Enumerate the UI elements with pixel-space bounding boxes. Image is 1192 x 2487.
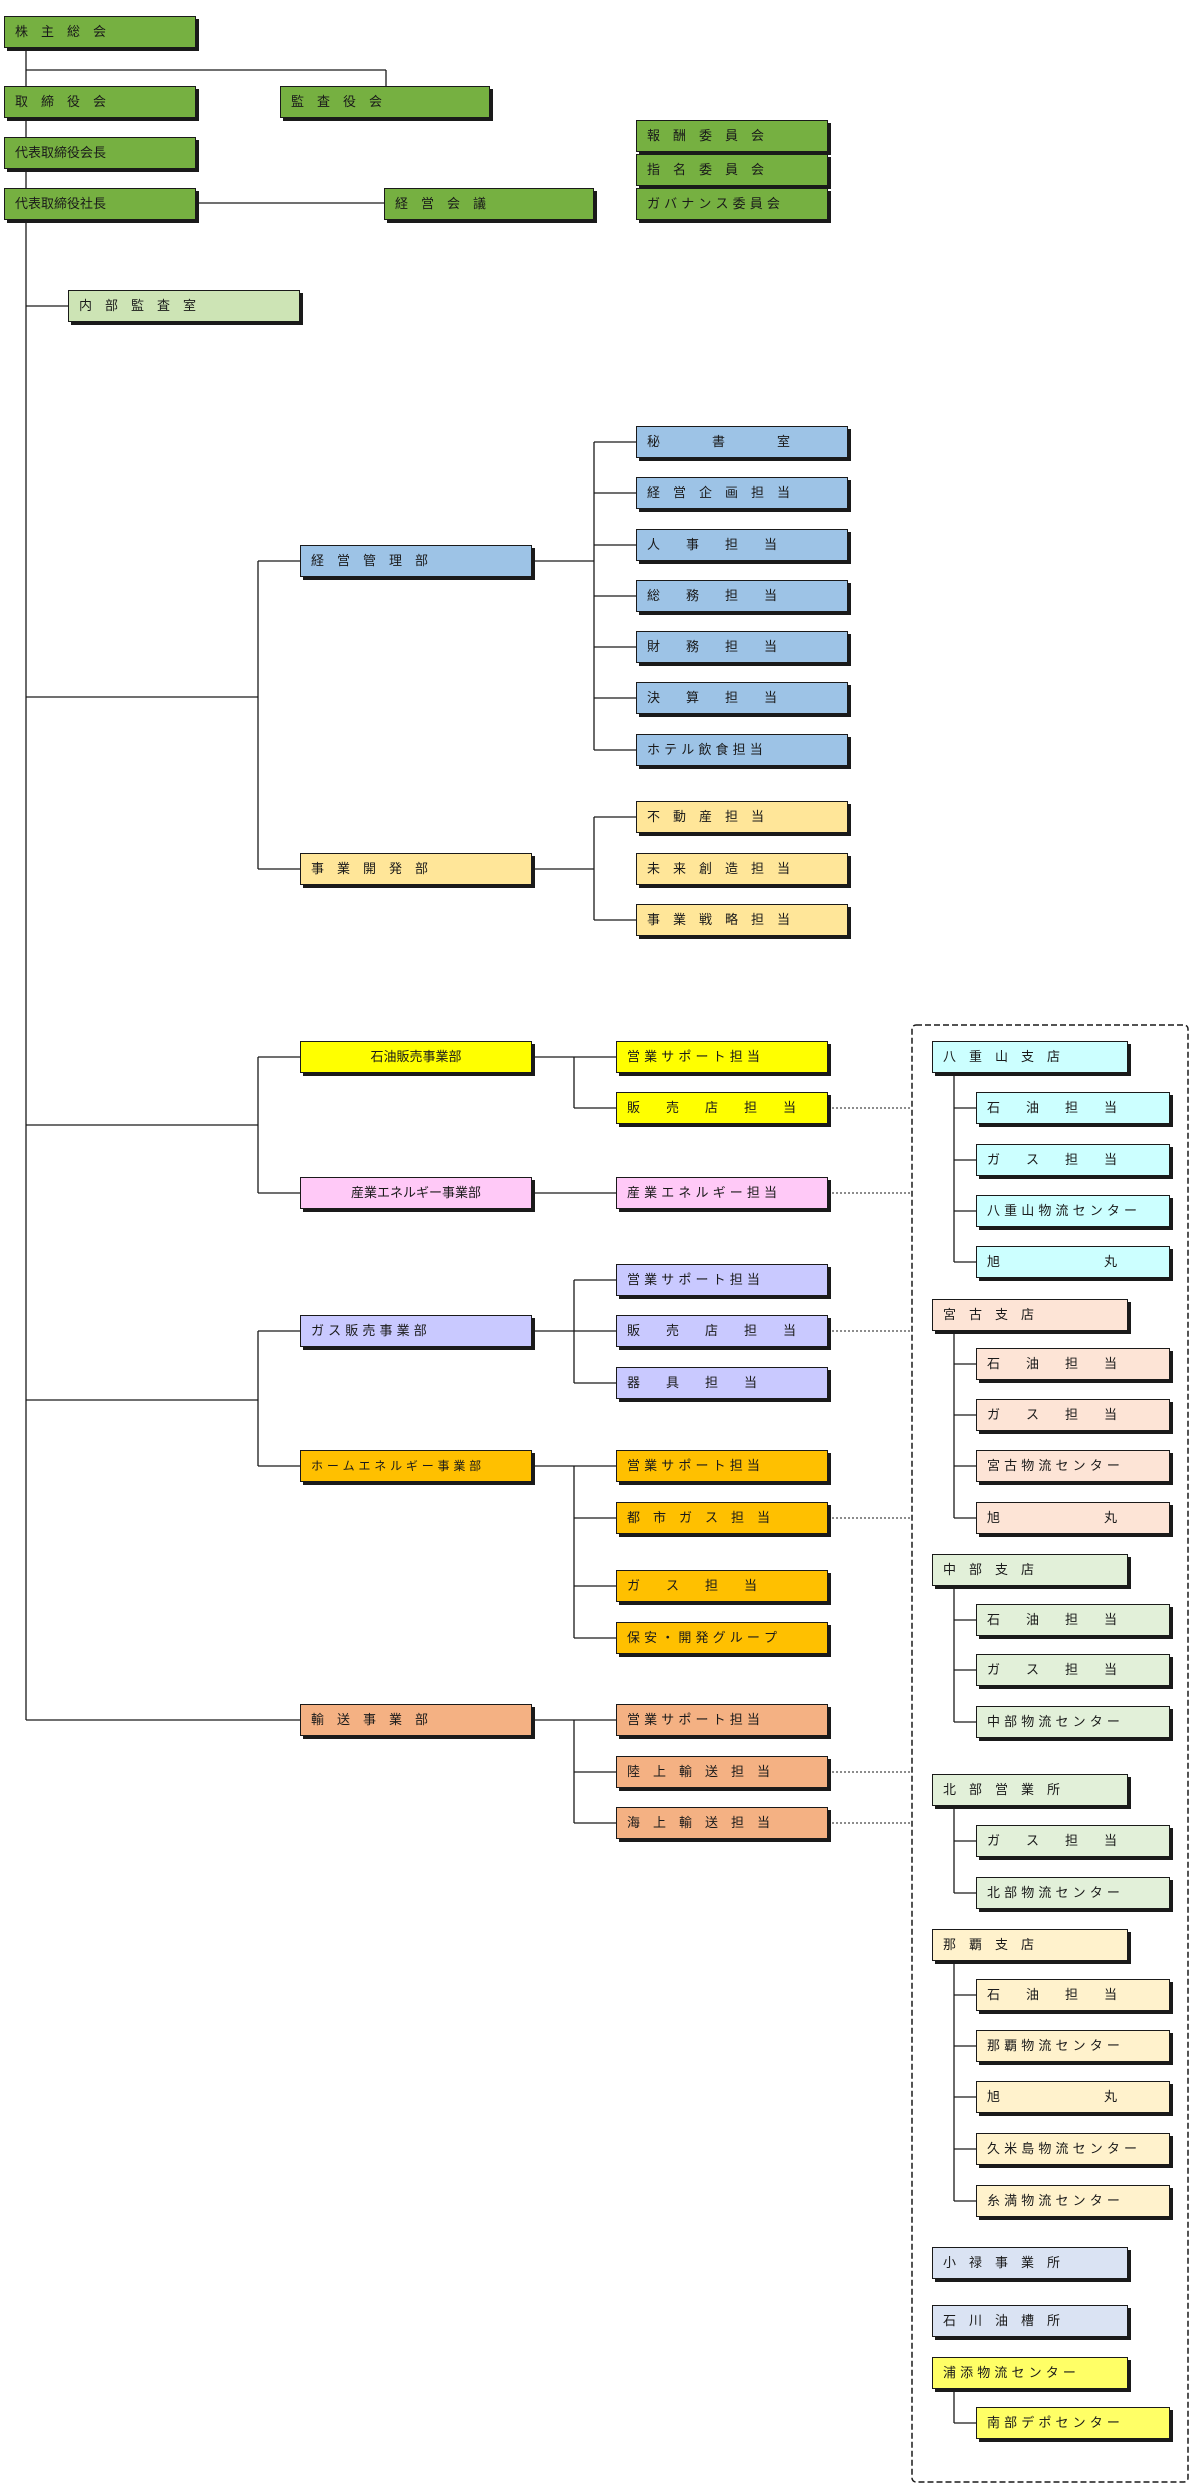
transport-div: 輸 送 事 業 部: [300, 1704, 532, 1736]
gas-sales-support: 営 業 サ ポ ー ト 担 当: [616, 1264, 828, 1296]
appliance: 器 具 担 当: [616, 1367, 828, 1399]
secretariat: 秘 書 室: [636, 426, 848, 458]
internal-audit-office: 内 部 監 査 室: [68, 290, 300, 322]
affiliate-dashed-frame: [911, 1024, 1189, 2483]
board-of-directors: 取 締 役 会: [4, 86, 196, 118]
chubu-gas: ガ ス 担 当: [976, 1654, 1170, 1686]
city-gas: 都 市 ガ ス 担 当: [616, 1502, 828, 1534]
representative-chairman: 代表取締役会長: [4, 137, 196, 169]
naha-branch: 那 覇 支 店: [932, 1929, 1128, 1961]
naha-asahimaru: 旭 丸: [976, 2081, 1170, 2113]
corp-planning: 経 営 企 画 担 当: [636, 477, 848, 509]
yaeyama-oil: 石 油 担 当: [976, 1092, 1170, 1124]
land-transport: 陸 上 輸 送 担 当: [616, 1756, 828, 1788]
oroku-office: 小 禄 事 業 所: [932, 2247, 1128, 2279]
miyako-oil: 石 油 担 当: [976, 1348, 1170, 1380]
miyako-logistics-center: 宮 古 物 流 セ ン タ ー: [976, 1450, 1170, 1482]
oil-sales-support: 営 業 サ ポ ー ト 担 当: [616, 1041, 828, 1073]
oil-dealer: 販 売 店 担 当: [616, 1092, 828, 1124]
board-of-auditors: 監 査 役 会: [280, 86, 490, 118]
nanbu-depot-center: 南 部 デ ポ セ ン タ ー: [976, 2407, 1170, 2439]
kumejima-logistics-center: 久 米 島 物 流 セ ン タ ー: [976, 2133, 1170, 2165]
yaeyama-branch: 八 重 山 支 店: [932, 1041, 1128, 1073]
shareholders-meeting: 株 主 総 会: [4, 16, 196, 48]
hokubu-gas: ガ ス 担 当: [976, 1825, 1170, 1857]
business-development-dept: 事 業 開 発 部: [300, 853, 532, 885]
oil-sales-div: 石油販売事業部: [300, 1041, 532, 1073]
real-estate: 不 動 産 担 当: [636, 801, 848, 833]
accounting: 決 算 担 当: [636, 682, 848, 714]
general-affairs: 総 務 担 当: [636, 580, 848, 612]
miyako-asahimaru: 旭 丸: [976, 1502, 1170, 1534]
chubu-branch: 中 部 支 店: [932, 1554, 1128, 1586]
management-dept: 経 営 管 理 部: [300, 545, 532, 577]
urasoe-logistics-center: 浦 添 物 流 セ ン タ ー: [932, 2357, 1128, 2389]
human-resources: 人 事 担 当: [636, 529, 848, 561]
naha-logistics-center: 那 覇 物 流 セ ン タ ー: [976, 2030, 1170, 2062]
yaeyama-logistics-center: 八 重 山 物 流 セ ン タ ー: [976, 1195, 1170, 1227]
hotel-food: ホ テ ル 飲 食 担 当: [636, 734, 848, 766]
nomination-committee: 指 名 委 員 会: [636, 154, 828, 186]
miyako-branch: 宮 古 支 店: [932, 1299, 1128, 1331]
transport-sales-support: 営 業 サ ポ ー ト 担 当: [616, 1704, 828, 1736]
chubu-oil: 石 油 担 当: [976, 1604, 1170, 1636]
miyako-gas: ガ ス 担 当: [976, 1399, 1170, 1431]
hokubu-logistics-center: 北 部 物 流 セ ン タ ー: [976, 1877, 1170, 1909]
naha-oil: 石 油 担 当: [976, 1979, 1170, 2011]
chubu-logistics-center: 中 部 物 流 セ ン タ ー: [976, 1706, 1170, 1738]
compensation-committee: 報 酬 委 員 会: [636, 120, 828, 152]
yaeyama-asahimaru: 旭 丸: [976, 1246, 1170, 1278]
home-sales-support: 営 業 サ ポ ー ト 担 当: [616, 1450, 828, 1482]
ishikawa-oil-terminal: 石 川 油 槽 所: [932, 2305, 1128, 2337]
industrial-energy: 産 業 エ ネ ル ギ ー 担 当: [616, 1177, 828, 1209]
governance-committee: ガ バ ナ ン ス 委 員 会: [636, 188, 828, 220]
gas-sales-div: ガ ス 販 売 事 業 部: [300, 1315, 532, 1347]
safety-development-group: 保 安 ・ 開 発 グ ル ー プ: [616, 1622, 828, 1654]
yaeyama-gas: ガ ス 担 当: [976, 1144, 1170, 1176]
management-meeting: 経 営 会 議: [384, 188, 594, 220]
future-creation: 未 来 創 造 担 当: [636, 853, 848, 885]
finance: 財 務 担 当: [636, 631, 848, 663]
gas-dealer: 販 売 店 担 当: [616, 1315, 828, 1347]
representative-president: 代表取締役社長: [4, 188, 196, 220]
industrial-energy-div: 産業エネルギー事業部: [300, 1177, 532, 1209]
sea-transport: 海 上 輸 送 担 当: [616, 1807, 828, 1839]
home-gas: ガ ス 担 当: [616, 1570, 828, 1602]
hokubu-sales-office: 北 部 営 業 所: [932, 1774, 1128, 1806]
home-energy-div: ホ ー ム エ ネ ル ギ ー 事 業 部: [300, 1450, 532, 1482]
business-strategy: 事 業 戦 略 担 当: [636, 904, 848, 936]
itoman-logistics-center: 糸 満 物 流 セ ン タ ー: [976, 2185, 1170, 2217]
